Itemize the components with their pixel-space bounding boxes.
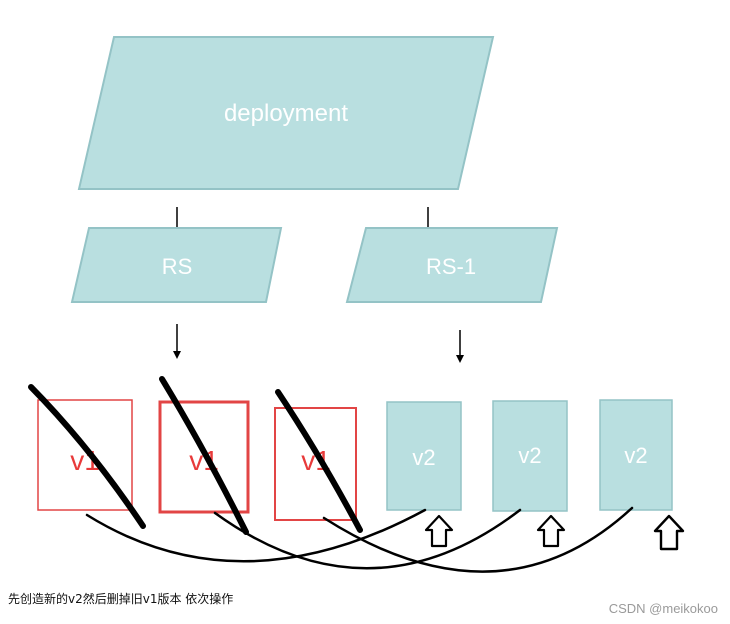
curve-1 [85,508,427,563]
arrow-rs1-to-pods [456,330,464,363]
replacement-curves [85,506,634,573]
new-pod-3 [599,399,673,511]
curve-3 [322,506,634,573]
deployment-label: deployment [224,100,348,127]
rs-box [70,227,283,303]
curve-2 [213,508,522,570]
strike-marks [28,376,363,535]
watermark: CSDN @meikokoo [608,601,718,616]
new-pod-2 [492,400,568,512]
new-pod-1 [386,401,462,511]
rs1-label: RS-1 [426,254,476,279]
rs1-box [345,227,559,303]
new-pod-3-label: v2 [624,443,647,468]
up-arrow-icon-2 [536,514,566,548]
strike-mark-1 [28,384,146,529]
caption-text: 先创造新的v2然后删掉旧v1版本 依次操作 [8,592,234,606]
rs-label: RS [162,254,193,279]
deployment-box [77,36,495,190]
new-pod-1-label: v2 [412,445,435,470]
strike-mark-2 [159,376,249,535]
strike-mark-3 [275,389,363,533]
arrow-rs-to-pods [173,324,181,359]
up-arrow-icon-3 [653,514,685,551]
up-arrow-icon-1 [424,514,454,548]
new-pod-2-label: v2 [518,443,541,468]
